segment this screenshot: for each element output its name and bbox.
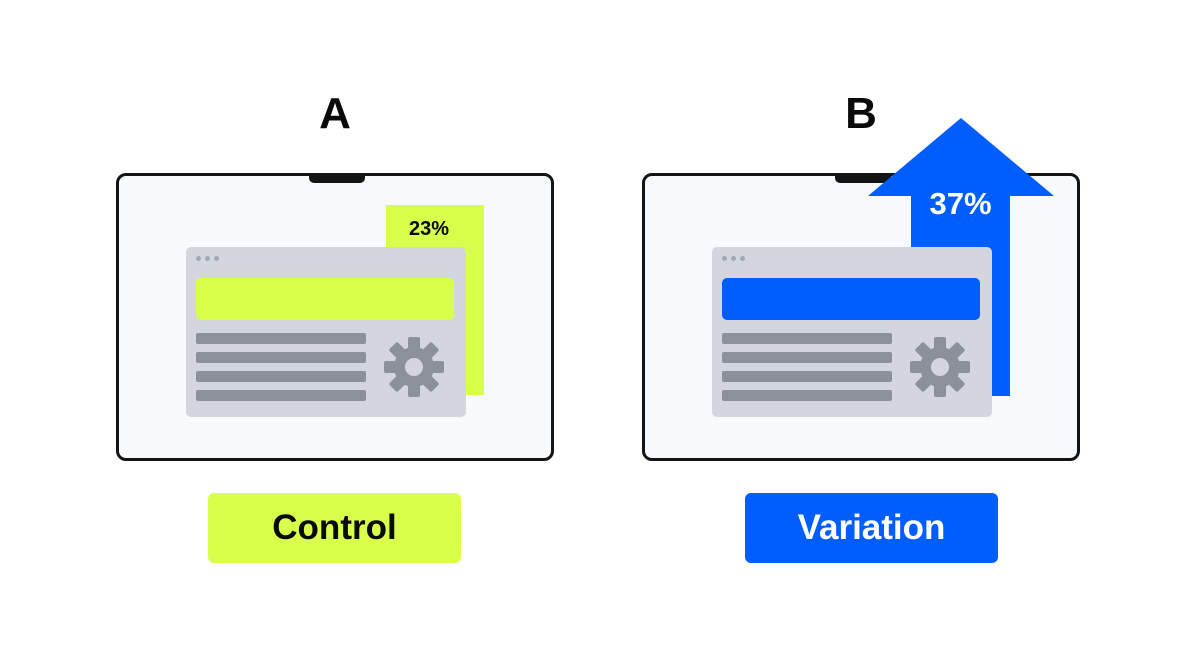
variant-b-panel: B <box>0 0 1080 648</box>
text-line <box>196 352 366 363</box>
text-line <box>196 390 366 401</box>
gear-icon <box>910 337 970 397</box>
variant-a-heading: A <box>319 89 351 138</box>
text-line <box>722 371 892 382</box>
variant-a-panel: A 23% <box>0 0 600 648</box>
window-dot <box>731 256 736 261</box>
window-controls <box>196 256 219 261</box>
window-dot <box>214 256 219 261</box>
control-metric-value: 23% <box>408 218 450 240</box>
device-notch <box>835 173 891 183</box>
window-controls <box>722 256 745 261</box>
text-line <box>722 352 892 363</box>
variant-b-heading: B <box>845 89 877 138</box>
variation-cta-banner <box>722 278 980 320</box>
text-line <box>196 371 366 382</box>
window-dot <box>740 256 745 261</box>
device-notch <box>309 173 365 183</box>
variation-page-mockup <box>712 247 992 417</box>
text-line <box>722 333 892 344</box>
window-dot <box>722 256 727 261</box>
text-line <box>196 333 366 344</box>
control-label: Control <box>208 493 461 563</box>
control-page-mockup <box>186 247 466 417</box>
control-cta-banner <box>196 278 454 320</box>
text-line <box>722 390 892 401</box>
variation-label: Variation <box>745 493 998 563</box>
window-dot <box>196 256 201 261</box>
window-dot <box>205 256 210 261</box>
variation-metric-value: 37% <box>929 186 992 221</box>
gear-icon <box>384 337 444 397</box>
